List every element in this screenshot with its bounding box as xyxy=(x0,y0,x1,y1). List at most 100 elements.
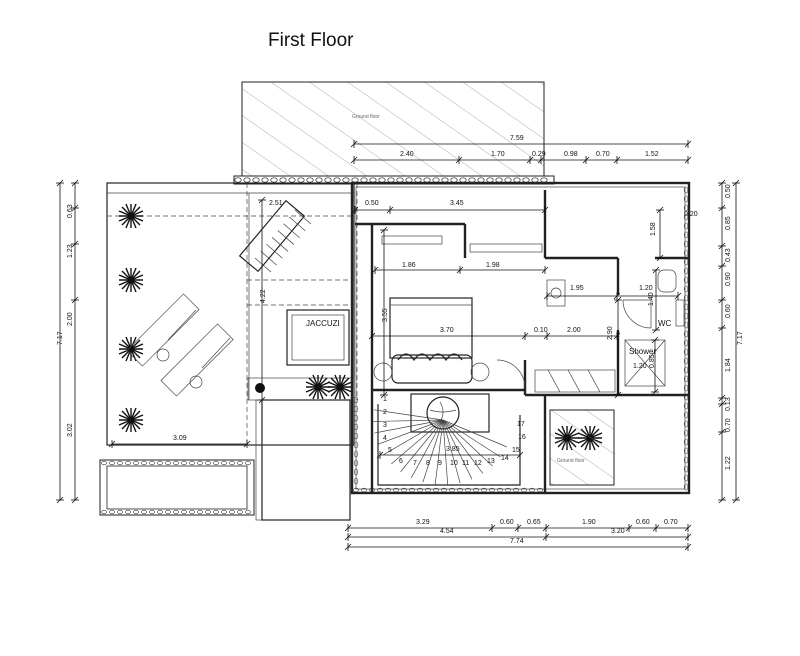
stone xyxy=(683,330,689,338)
stone xyxy=(109,509,115,515)
stair-tread xyxy=(442,419,507,448)
stone xyxy=(473,487,479,493)
dim-interior: 1.95 xyxy=(570,285,584,292)
dim-right-seg: 0.50 xyxy=(725,184,732,198)
dim-bottom-seg: 3.29 xyxy=(416,519,430,526)
stone xyxy=(683,483,689,491)
dim-bottom-seg: 0.65 xyxy=(527,519,541,526)
stair-step-number: 8 xyxy=(426,460,430,467)
stone xyxy=(683,267,689,275)
stair-tread xyxy=(266,244,283,259)
stone xyxy=(497,487,503,493)
stone xyxy=(252,177,260,183)
stair-tread xyxy=(442,419,484,474)
stone xyxy=(333,177,341,183)
stair-step-number: 13 xyxy=(487,458,495,465)
dim-left-overall: 7.17 xyxy=(57,331,64,345)
stone xyxy=(229,509,235,515)
stair-tread xyxy=(442,419,473,480)
stair-tread xyxy=(400,419,444,472)
stone xyxy=(425,487,431,493)
stone xyxy=(441,487,447,493)
dim-bottom-seg: 0.70 xyxy=(664,519,678,526)
stair-tread xyxy=(442,419,493,467)
stone xyxy=(157,460,163,466)
stone xyxy=(324,177,332,183)
dim-interior: 0.50 xyxy=(365,200,379,207)
stair-tread xyxy=(294,209,312,225)
stone xyxy=(109,460,115,466)
dim-bottom-overall: 7.74 xyxy=(510,538,524,545)
stone xyxy=(683,357,689,365)
stone xyxy=(683,339,689,347)
stone xyxy=(465,487,471,493)
stone xyxy=(353,432,359,440)
stair-step-number: 9 xyxy=(438,460,442,467)
stone xyxy=(529,487,535,493)
stone xyxy=(683,222,689,230)
stair-step-number: 16 xyxy=(518,434,526,441)
dim-left-seg: 0.63 xyxy=(67,204,74,218)
sun-loungers xyxy=(126,293,234,397)
dim-interior: 3.85 xyxy=(446,446,460,453)
stone xyxy=(288,177,296,183)
stone xyxy=(213,460,219,466)
stone xyxy=(353,477,359,485)
stone xyxy=(433,487,439,493)
stone xyxy=(401,487,407,493)
stone xyxy=(181,509,187,515)
stone xyxy=(279,177,287,183)
palm-plants xyxy=(118,203,603,498)
dim-left-seg: 3.02 xyxy=(67,423,74,437)
stair-tread xyxy=(373,409,444,421)
stone xyxy=(409,487,415,493)
stone xyxy=(505,487,511,493)
stone xyxy=(683,411,689,419)
stair-step-number: 5 xyxy=(388,447,392,454)
bed xyxy=(373,297,490,384)
terrace-bottom xyxy=(247,374,355,521)
shower-label: Shower xyxy=(629,347,656,356)
dim-bottom-seg: 4.54 xyxy=(440,528,454,535)
dim-top-overall: 7.59 xyxy=(510,135,524,142)
dim-interior: 3.70 xyxy=(440,327,454,334)
stone xyxy=(683,366,689,374)
stair-tread xyxy=(383,419,444,455)
stone xyxy=(683,402,689,410)
stone xyxy=(683,429,689,437)
dim-interior: 1.58 xyxy=(650,222,657,236)
stone xyxy=(683,393,689,401)
stone xyxy=(189,460,195,466)
stone xyxy=(353,468,359,476)
stone xyxy=(683,438,689,446)
stone xyxy=(683,420,689,428)
dim-right-seg: 1.22 xyxy=(725,456,732,470)
stair-tread xyxy=(283,223,300,238)
stair-step-number: 4 xyxy=(383,435,387,442)
stair-step-number: 1 xyxy=(383,396,387,403)
stone xyxy=(361,487,367,493)
stone xyxy=(481,487,487,493)
stone xyxy=(221,509,227,515)
stone xyxy=(683,204,689,212)
stair-step-number: 3 xyxy=(383,422,387,429)
stair-tread xyxy=(254,257,272,273)
stone xyxy=(683,375,689,383)
dim-left-seg: 1.23 xyxy=(67,244,74,258)
stone xyxy=(683,276,689,284)
stone xyxy=(205,509,211,515)
stair-tread xyxy=(391,419,444,465)
stone xyxy=(393,487,399,493)
terrace-stair xyxy=(238,199,312,273)
stone xyxy=(683,465,689,473)
stone xyxy=(315,177,323,183)
stair-step-number: 12 xyxy=(474,460,482,467)
stone xyxy=(149,509,155,515)
dimension-lines xyxy=(56,140,740,551)
ground-floor-area-top: Ground floor xyxy=(241,81,545,178)
stone xyxy=(683,285,689,293)
stair-tread xyxy=(373,419,444,422)
stone xyxy=(165,509,171,515)
stair-tread xyxy=(442,419,461,484)
planter-wall xyxy=(99,459,255,516)
